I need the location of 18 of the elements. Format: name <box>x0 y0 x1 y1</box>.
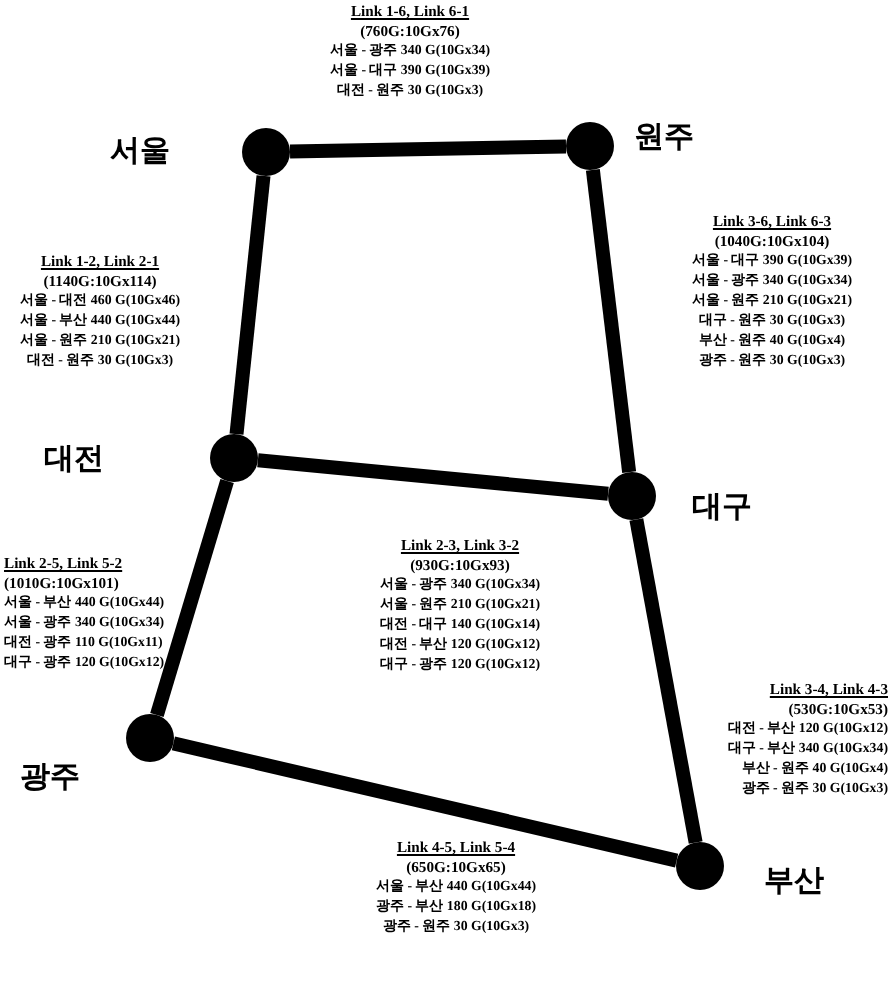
city-label: 광주 <box>20 758 80 794</box>
city-label: 부산 <box>764 862 824 898</box>
node-circle <box>608 472 656 520</box>
node-circle <box>242 128 290 176</box>
city-label: 원주 <box>634 118 694 154</box>
city-label: 대전 <box>44 440 104 476</box>
city-label: 서울 <box>110 132 170 168</box>
link-line <box>257 453 609 501</box>
link-line <box>629 518 703 844</box>
link-line <box>585 169 637 473</box>
link-line <box>171 736 679 868</box>
node-circle <box>126 714 174 762</box>
city-label: 대구 <box>692 488 752 524</box>
node-circle <box>676 842 724 890</box>
link-line <box>229 175 271 435</box>
link-line <box>289 139 567 159</box>
node-circle <box>210 434 258 482</box>
node-circle <box>566 122 614 170</box>
